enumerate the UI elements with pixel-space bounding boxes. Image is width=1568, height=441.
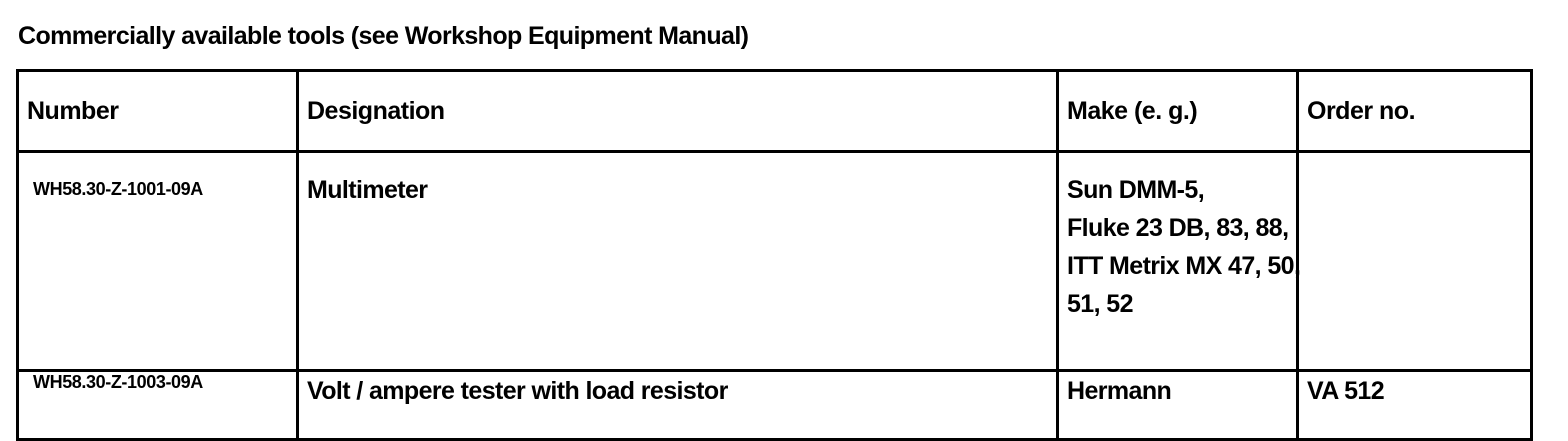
column-header-number: Number — [16, 69, 299, 153]
table-row: WH58.30-Z-1001-09A Multimeter Sun DMM-5,… — [16, 150, 1533, 372]
tools-table: Number Designation Make (e. g.) Order no… — [16, 69, 1533, 441]
cell-make: Sun DMM-5, Fluke 23 DB, 83, 88, ITT Metr… — [1056, 150, 1301, 372]
cell-order-no: VA 512 — [1296, 369, 1533, 441]
column-header-designation: Designation — [296, 69, 1059, 153]
column-header-make: Make (e. g.) — [1056, 69, 1299, 153]
make-line: 51, 52 — [1067, 290, 1134, 318]
cell-designation: Multimeter — [296, 150, 1059, 372]
table-row: WH58.30-Z-1003-09A Volt / ampere tester … — [16, 369, 1533, 441]
cell-designation: Volt / ampere tester with load resistor — [296, 369, 1059, 441]
table-header-row: Number Designation Make (e. g.) Order no… — [16, 69, 1533, 153]
make-line: Fluke 23 DB, 83, 88, — [1067, 214, 1289, 242]
cell-order-no — [1296, 150, 1533, 372]
cell-make: Hermann — [1056, 369, 1299, 441]
page-heading: Commercially available tools (see Worksh… — [18, 22, 749, 50]
make-line: Sun DMM-5, — [1067, 176, 1205, 204]
column-header-order-no: Order no. — [1296, 69, 1533, 153]
make-line: ITT Metrix MX 47, 50, — [1067, 252, 1301, 280]
cell-number: WH58.30-Z-1001-09A — [16, 150, 299, 372]
make-line: Hermann — [1067, 377, 1172, 405]
cell-number: WH58.30-Z-1003-09A — [16, 369, 299, 441]
